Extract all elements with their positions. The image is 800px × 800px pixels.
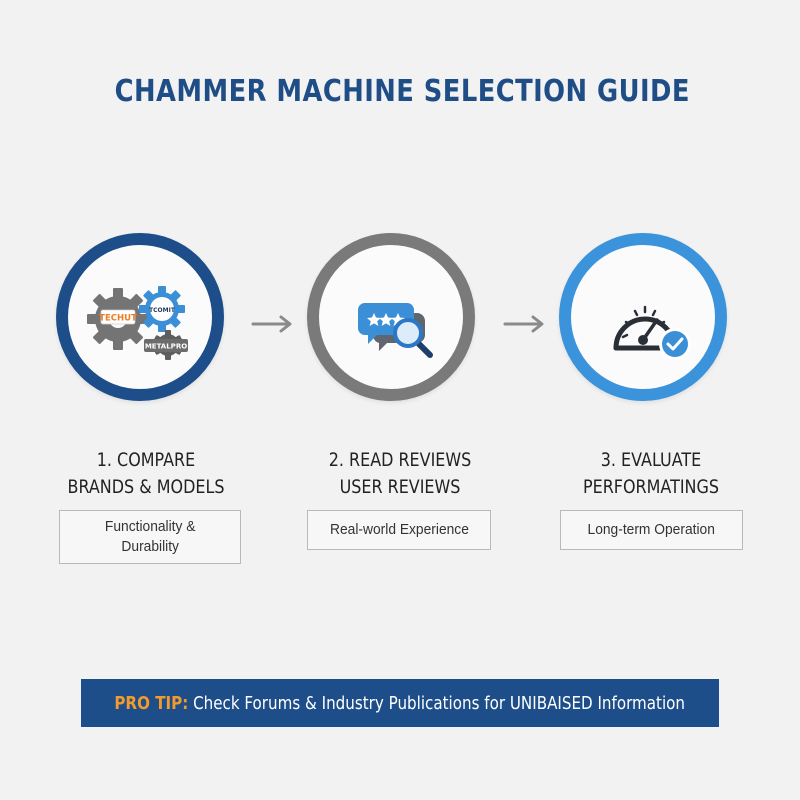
step-1-title-line2: BRANDS & MODELS xyxy=(67,476,225,498)
step-2-title-line2: USER REVIEWS xyxy=(339,476,461,498)
review-magnifier-icon xyxy=(358,303,433,358)
step-2-title-line1: 2. READ REVIEWS xyxy=(328,449,472,471)
pro-tip-text: Check Forums & Industry Publications for… xyxy=(188,692,686,714)
step-1-description-line2: Durability xyxy=(121,538,179,555)
brand-metalpro-logo: METALPRO xyxy=(145,343,187,351)
pro-tip-banner: PRO TIP: Check Forums & Industry Publica… xyxy=(81,679,719,727)
step-1-title: 1. COMPARE BRANDS & MODELS xyxy=(54,447,239,501)
step-3-title: 3. EVALUATE PERFORMATINGS xyxy=(559,447,744,501)
step-1-description: Functionality & Durability xyxy=(59,510,241,564)
step-2-description: Real-world Experience xyxy=(307,510,491,550)
step-3-title-line2: PERFORMATINGS xyxy=(583,476,719,498)
page-title: CHAMMER MACHINE SELECTION GUIDE xyxy=(114,74,690,109)
arrow-right-icon xyxy=(503,315,544,333)
step-2-description-text: Real-world Experience xyxy=(329,521,469,538)
arrow-right-icon xyxy=(251,315,292,333)
brand-techut-logo: TECHUT xyxy=(99,314,137,324)
pro-tip-label: PRO TIP: xyxy=(114,692,189,714)
step-2-circle xyxy=(307,233,475,401)
step-3-circle xyxy=(559,233,727,401)
gears-icon: TECHUT TCOMIT METALPRO xyxy=(87,286,188,360)
step-1-title-line1: 1. COMPARE xyxy=(96,449,196,471)
step-2-title: 2. READ REVIEWS USER REVIEWS xyxy=(308,447,493,501)
step-3-title-line1: 3. EVALUATE xyxy=(600,449,702,471)
step-1-circle: TECHUT TCOMIT METALPRO xyxy=(56,233,224,401)
step-3-description: Long-term Operation xyxy=(560,510,743,550)
step-1-description-line1: Functionality & xyxy=(104,518,196,535)
step-3-description-text: Long-term Operation xyxy=(587,521,716,538)
gauge-check-icon xyxy=(613,305,691,360)
brand-tcomit-logo: TCOMIT xyxy=(149,307,176,314)
